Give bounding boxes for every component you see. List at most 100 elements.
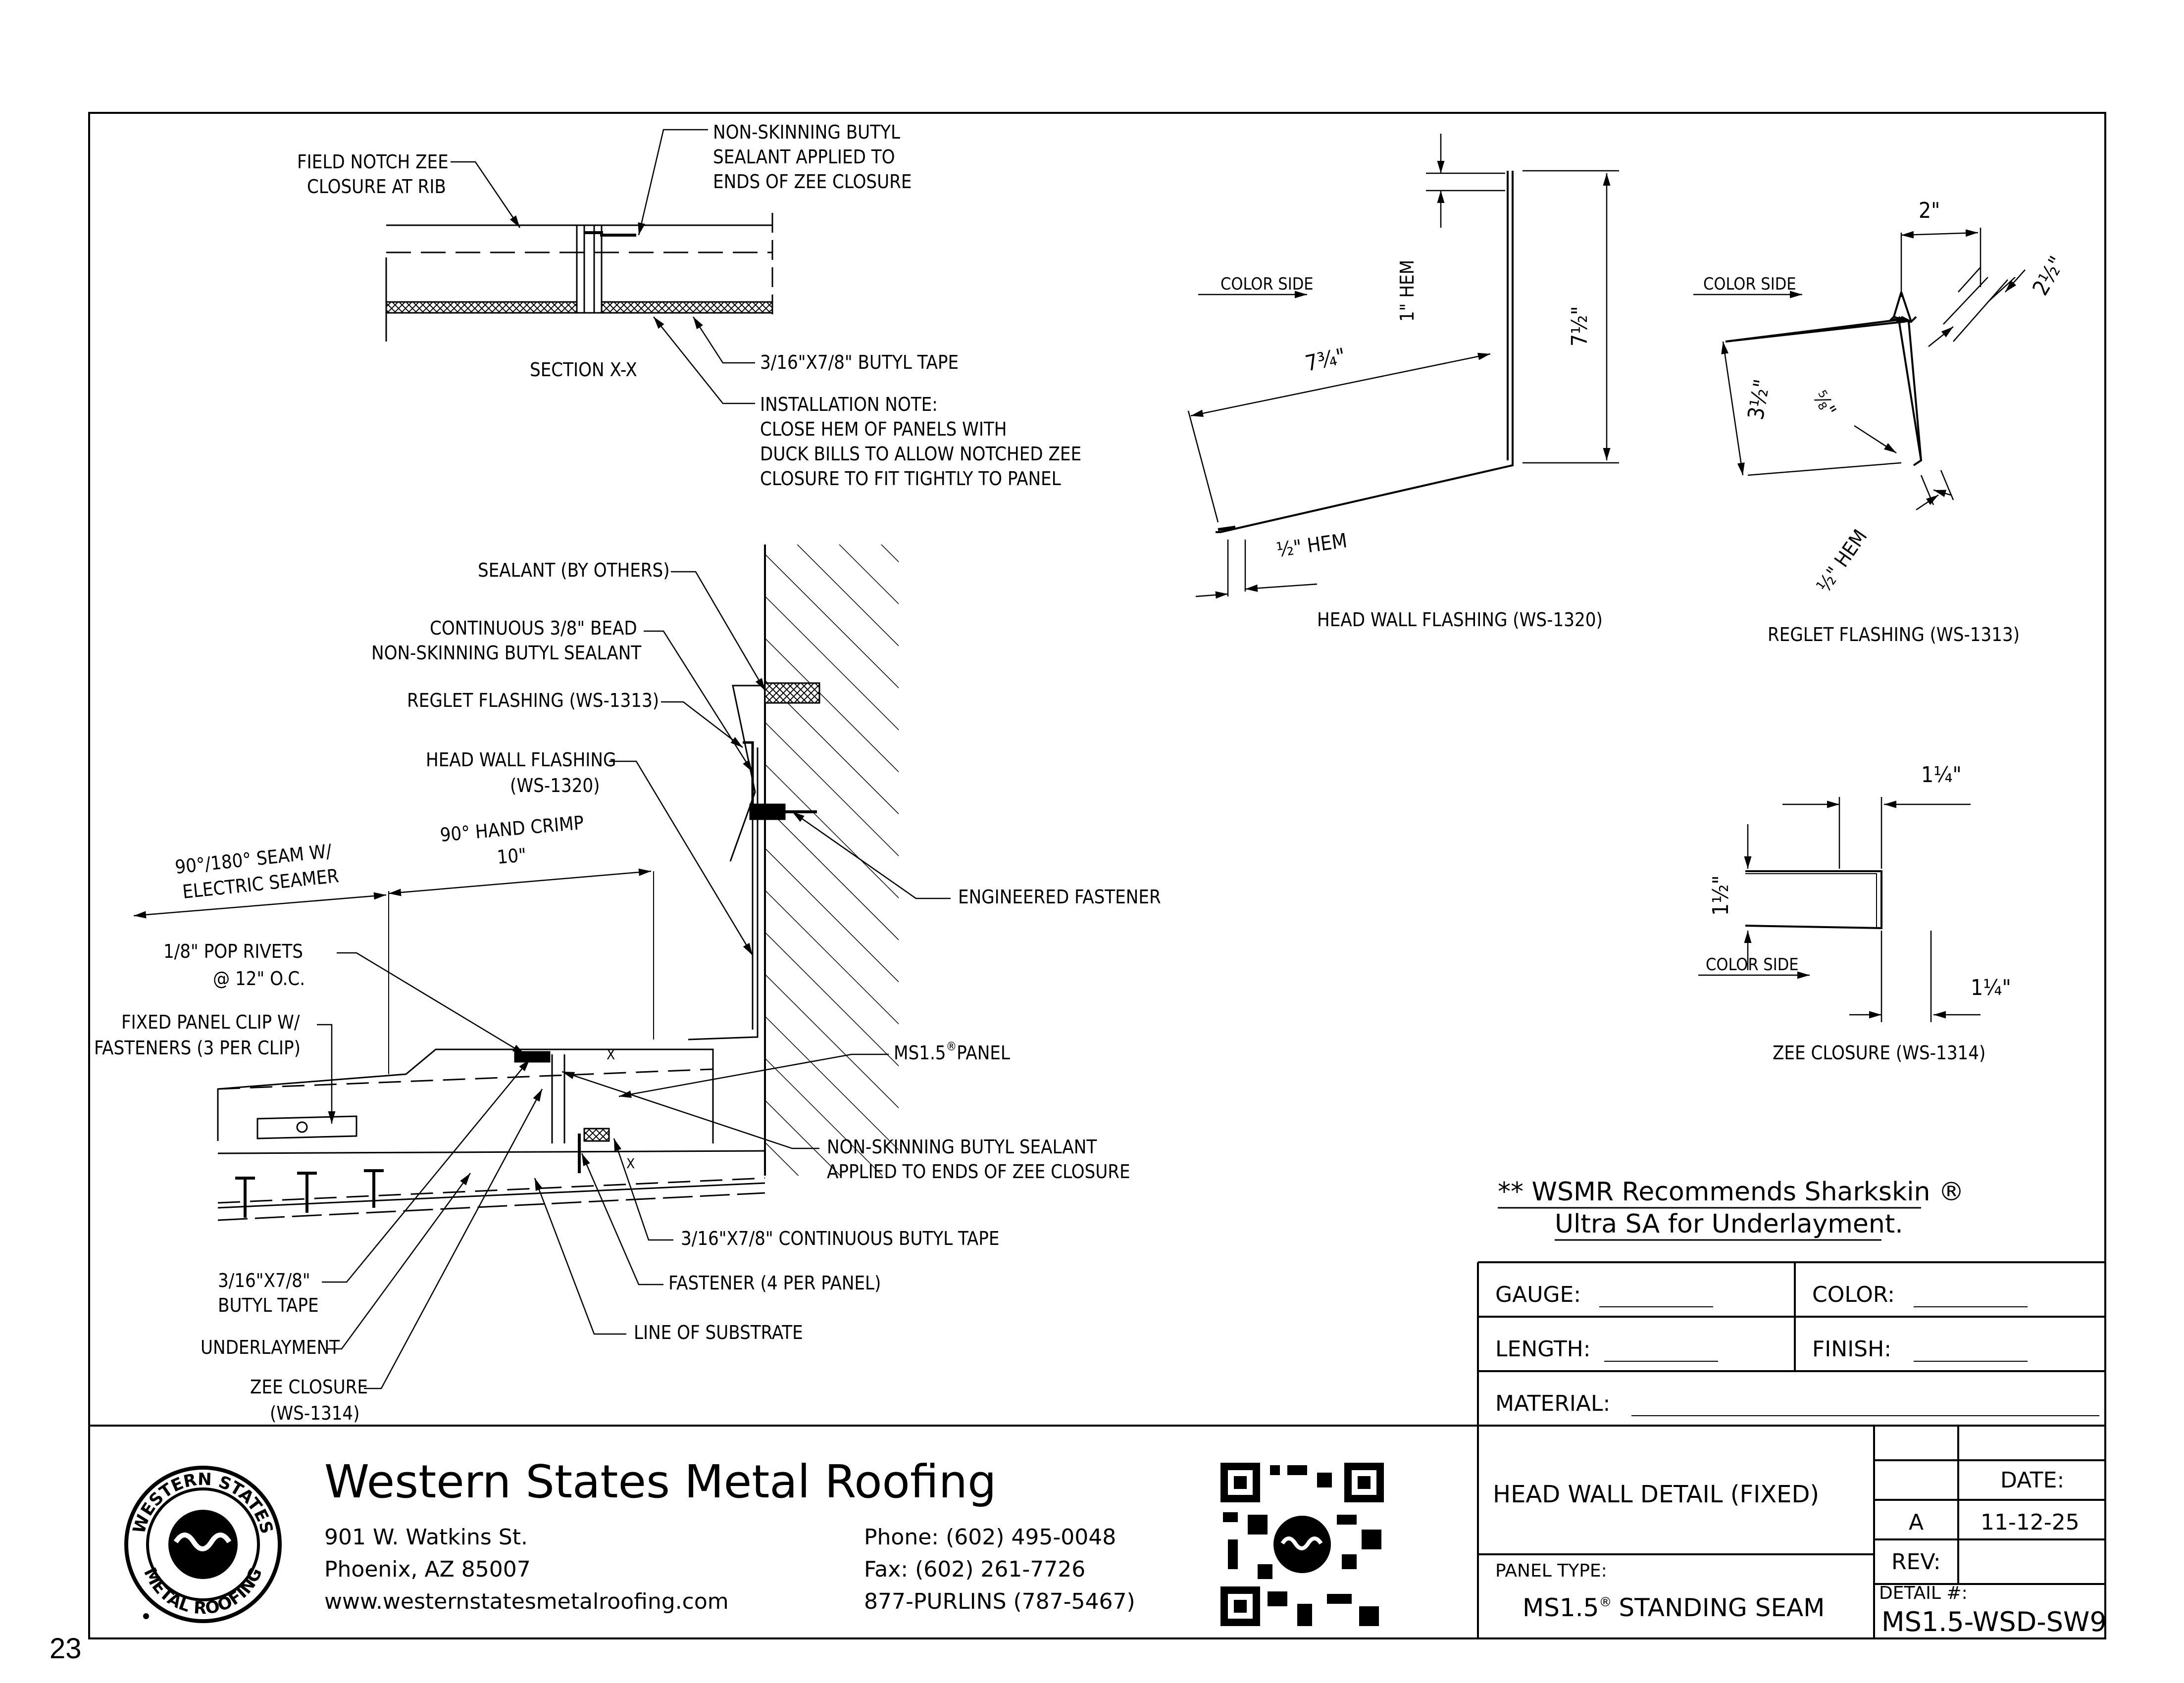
zee-dim-top: 1¼" xyxy=(1921,762,1962,788)
section-leaders xyxy=(451,129,755,404)
title-grid xyxy=(1477,1426,2105,1638)
zee-dim-bottom: 1¼" xyxy=(1971,975,2011,1000)
main-leaders xyxy=(317,571,951,1389)
detail-title: HEAD WALL DETAIL (FIXED) xyxy=(1493,1481,1819,1508)
head-wall-color-side: COLOR SIDE xyxy=(1220,274,1314,294)
hand-crimp-label-1: 90° HAND CRIMP xyxy=(439,812,585,846)
reglet-label: REGLET FLASHING (WS-1313) xyxy=(407,690,659,711)
date-value: 11-12-25 xyxy=(1981,1510,2080,1535)
sealant-ends-label-1: NON-SKINNING BUTYL xyxy=(713,121,900,143)
reglet-title: REGLET FLASHING (WS-1313) xyxy=(1768,624,2020,645)
detail-number: MS1.5-WSD-SW9 xyxy=(1881,1606,2107,1637)
rev-label: REV: xyxy=(1891,1549,1941,1575)
purlins-phone: 877-PURLINS (787-5467) xyxy=(864,1589,1135,1614)
recommendation-line-2: Ultra SA for Underlayment. xyxy=(1555,1209,1903,1239)
install-note-1: INSTALLATION NOTE: xyxy=(760,394,938,415)
date-label: DATE: xyxy=(2000,1468,2064,1493)
reglet-labels: COLOR SIDE 2" 2½" 3½" ⅝" ½" HEM REGLET F… xyxy=(1703,198,2070,645)
finish-label: FINISH: xyxy=(1812,1336,1891,1362)
zee-closure-label-1: ZEE CLOSURE xyxy=(250,1376,368,1398)
panel-label: MS1.5®PANEL xyxy=(894,1040,1010,1064)
reglet-dim-5-8: ⅝" xyxy=(1808,387,1840,421)
zee-color-side: COLOR SIDE xyxy=(1706,955,1799,975)
pop-rivets-label-1: 1/8" POP RIVETS xyxy=(163,940,303,962)
head-wall-dim-7-75: 7¾" xyxy=(1303,344,1348,377)
gauge-label: GAUGE: xyxy=(1495,1282,1581,1307)
head-wall-flashing-profile xyxy=(1216,171,1514,533)
pop-rivets-label-2: @ 12" O.C. xyxy=(213,968,305,990)
non-skinning-label-2: APPLIED TO ENDS OF ZEE CLOSURE xyxy=(827,1161,1130,1183)
head-wall-hem-top: 1" HEM xyxy=(1396,260,1418,322)
company-block: Western States Metal Roofing 901 W. Watk… xyxy=(324,1455,1135,1614)
fax: Fax: (602) 261-7726 xyxy=(864,1557,1085,1582)
underlayment-label: UNDERLAYMENT xyxy=(201,1336,340,1358)
zee-closure-label-2: (WS-1314) xyxy=(270,1402,360,1424)
install-note-2: CLOSE HEM OF PANELS WITH xyxy=(760,418,1007,440)
panel-type-value: MS1.5®STANDING SEAM xyxy=(1523,1593,1825,1622)
rev-letter: A xyxy=(1909,1510,1924,1535)
butyl-tape-label-2: BUTYL TAPE xyxy=(218,1294,319,1316)
field-notch-label-2: CLOSURE AT RIB xyxy=(307,176,446,198)
head-wall-title: HEAD WALL FLASHING (WS-1320) xyxy=(1317,609,1603,631)
material-label: MATERIAL: xyxy=(1495,1391,1610,1416)
website[interactable]: www.westernstatesmetalroofing.com xyxy=(324,1589,729,1614)
head-wall-labels: COLOR SIDE 1" HEM 7½" 7¾" ½" HEM HEAD WA… xyxy=(1220,260,1603,631)
reglet-dim-2: 2" xyxy=(1919,198,1940,223)
recommendation: ** WSMR Recommends Sharkskin ® Ultra SA … xyxy=(1498,1177,1964,1241)
reglet-dim-2-half: 2½" xyxy=(2028,252,2070,299)
field-notch-label-1: FIELD NOTCH ZEE xyxy=(297,151,449,173)
x-mark-top: X xyxy=(607,1046,615,1063)
reglet-color-side: COLOR SIDE xyxy=(1703,274,1796,294)
panel-clip-label-2: FASTENERS (3 PER CLIP) xyxy=(94,1037,301,1059)
substrate-label: LINE OF SUBSTRATE xyxy=(634,1322,803,1343)
hand-crimp-label-2: 10" xyxy=(496,844,527,868)
title-fields: HEAD WALL DETAIL (FIXED) PANEL TYPE: MS1… xyxy=(1493,1468,2107,1637)
fastener-label: FASTENER (4 PER PANEL) xyxy=(668,1272,881,1294)
zee-title: ZEE CLOSURE (WS-1314) xyxy=(1773,1042,1985,1064)
sealant-by-others-label: SEALANT (BY OTHERS) xyxy=(478,559,670,581)
reglet-hem: ½" HEM xyxy=(1813,526,1872,597)
butyl-tape-label-1: 3/16"X7/8" xyxy=(218,1270,310,1291)
panel-clip-label-1: FIXED PANEL CLIP W/ xyxy=(121,1011,300,1033)
head-wall-dims xyxy=(1187,134,1619,599)
sheet-border xyxy=(88,112,2106,1639)
company-name: Western States Metal Roofing xyxy=(324,1455,997,1508)
section-labels: FIELD NOTCH ZEE CLOSURE AT RIB NON-SKINN… xyxy=(297,121,1081,490)
main-labels: SEALANT (BY OTHERS) CONTINUOUS 3/8" BEAD… xyxy=(94,559,1161,1424)
sealant-ends-label-2: SEALANT APPLIED TO xyxy=(713,146,895,168)
non-skinning-label-1: NON-SKINNING BUTYL SEALANT xyxy=(827,1136,1097,1158)
section-butyl-tape-label: 3/16"X7/8" BUTYL TAPE xyxy=(760,351,959,373)
install-note-4: CLOSURE TO FIT TIGHTLY TO PANEL xyxy=(760,468,1061,490)
bead-label-1: CONTINUOUS 3/8" BEAD xyxy=(430,617,637,639)
qr-code[interactable] xyxy=(1218,1460,1386,1629)
address-line-1: 901 W. Watkins St. xyxy=(324,1525,528,1550)
address-line-2: Phoenix, AZ 85007 xyxy=(324,1557,531,1582)
reglet-dim-3-half: 3½" xyxy=(1743,378,1775,422)
head-wall-label-2: (WS-1320) xyxy=(510,775,600,796)
reglet-dims xyxy=(1693,228,2026,511)
head-wall-label-1: HEAD WALL FLASHING xyxy=(426,749,616,771)
x-mark-bottom: X xyxy=(626,1155,635,1172)
section-x-x xyxy=(385,213,773,342)
color-label: COLOR: xyxy=(1812,1282,1895,1307)
reglet-profile xyxy=(1725,292,1923,466)
logo: WESTERN STATES METAL ROOFING xyxy=(124,1466,282,1623)
section-title: SECTION X-X xyxy=(530,359,637,381)
wall-substrate xyxy=(764,544,899,1176)
length-label: LENGTH: xyxy=(1495,1336,1591,1362)
page-number: 23 xyxy=(50,1633,82,1665)
detail-label: DETAIL #: xyxy=(1879,1583,1968,1603)
zee-dim-mid: 1½" xyxy=(1708,875,1733,916)
main-assembly xyxy=(133,682,820,1221)
zee-dims xyxy=(1698,797,1981,1022)
zee-labels: 1¼" 1½" COLOR SIDE 1¼" ZEE CLOSURE (WS-1… xyxy=(1706,762,2011,1064)
engineered-fastener-label: ENGINEERED FASTENER xyxy=(958,886,1161,908)
spec-fields: GAUGE: COLOR: LENGTH: FINISH: MATERIAL: xyxy=(1495,1282,2099,1416)
continuous-tape-label: 3/16"X7/8" CONTINUOUS BUTYL TAPE xyxy=(681,1228,1000,1249)
head-wall-dim-7-5: 7½" xyxy=(1567,306,1592,346)
bead-label-2: NON-SKINNING BUTYL SEALANT xyxy=(371,642,641,664)
phone: Phone: (602) 495-0048 xyxy=(864,1525,1116,1550)
panel-type-label: PANEL TYPE: xyxy=(1495,1561,1607,1581)
zee-profile xyxy=(1745,870,1882,930)
